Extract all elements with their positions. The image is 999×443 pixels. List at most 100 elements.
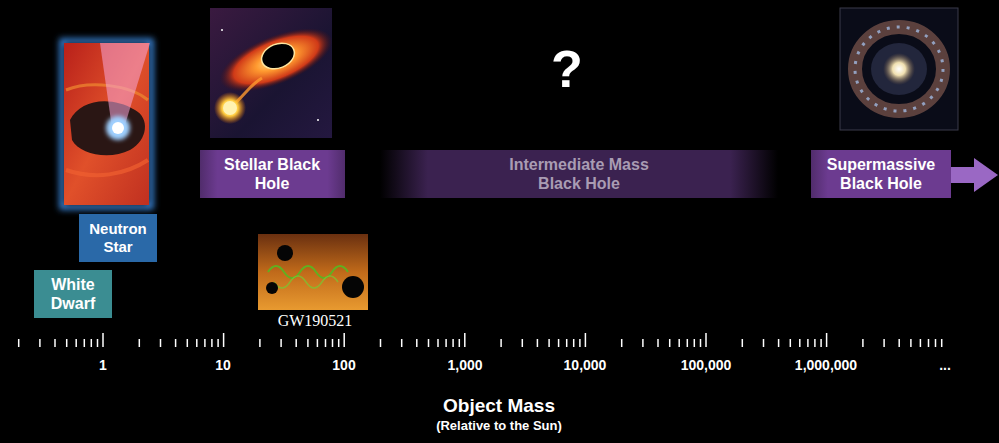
minor-tick [317, 339, 319, 347]
minor-tick [763, 339, 765, 347]
galaxy-core [883, 53, 915, 85]
minor-tick [54, 339, 56, 347]
axis-number: 100,000 [681, 357, 732, 373]
picture-ground [64, 43, 149, 205]
arrow-head [974, 158, 998, 192]
galaxy-ring [855, 27, 943, 111]
merger-picture [258, 234, 368, 310]
minor-tick [657, 339, 659, 347]
band-label: Intermediate Mass Black Hole [494, 155, 664, 193]
axis-subtitle: (Relative to the Sun) [436, 419, 562, 434]
major-tick [585, 333, 587, 347]
black-hole-dot [277, 245, 293, 261]
minor-tick [910, 339, 912, 347]
axis-number: 10,000 [564, 357, 607, 373]
minor-tick [522, 339, 524, 347]
minor-tick [883, 339, 885, 347]
minor-tick [537, 339, 539, 347]
neutron-star-band: Neutron Star [79, 214, 157, 262]
event-name: GW190521 [278, 312, 353, 330]
band-label: Stellar Black Hole [222, 155, 322, 193]
minor-tick [790, 339, 792, 347]
band-label: Supermassive Black Hole [820, 155, 942, 193]
major-tick [705, 333, 707, 347]
minor-tick [558, 339, 560, 347]
minor-tick [325, 339, 327, 347]
minor-tick [500, 339, 502, 347]
major-tick [464, 333, 466, 347]
axis-number: 1,000 [447, 357, 482, 373]
minor-tick [935, 339, 937, 347]
minor-tick [66, 339, 68, 347]
gravitational-wave [268, 266, 348, 278]
accretion-disk [70, 101, 145, 155]
star-clusters [855, 27, 943, 111]
minor-tick [295, 339, 297, 347]
major-tick [826, 333, 828, 347]
minor-tick [84, 339, 86, 347]
white-dwarf-band: White Dwarf [34, 270, 112, 318]
minor-tick [380, 339, 382, 347]
axis-number: 1 [99, 357, 107, 373]
minor-tick [437, 339, 439, 347]
minor-tick [678, 339, 680, 347]
range-arrow [950, 158, 998, 192]
minor-tick [548, 339, 550, 347]
minor-tick [160, 339, 162, 347]
star-dot [317, 119, 319, 121]
minor-tick [445, 339, 447, 347]
minor-tick [807, 339, 809, 347]
minor-tick [196, 339, 198, 347]
neutron-star-picture [62, 41, 151, 207]
minor-tick [694, 339, 696, 347]
picture-ground [258, 234, 368, 310]
minor-tick [941, 339, 943, 347]
star-glow [106, 116, 130, 140]
minor-tick [307, 339, 309, 347]
axis-number: 10 [215, 357, 231, 373]
band-label: White Dwarf [42, 275, 104, 313]
minor-tick [566, 339, 568, 347]
minor-tick [332, 339, 334, 347]
axis-title: Object Mass [443, 395, 555, 417]
minor-tick [217, 339, 219, 347]
minor-tick [700, 339, 702, 347]
minor-tick [280, 339, 282, 347]
minor-tick [97, 339, 99, 347]
axis-ellipsis: ... [939, 357, 951, 373]
arrow-shaft [950, 167, 976, 183]
minor-tick [204, 339, 206, 347]
band-label: Neutron Star [87, 220, 149, 256]
minor-tick [928, 339, 930, 347]
minor-tick [259, 339, 261, 347]
minor-tick [39, 339, 41, 347]
minor-tick [91, 339, 93, 347]
black-hole-dot [266, 282, 278, 294]
minor-tick [139, 339, 141, 347]
minor-tick [459, 339, 461, 347]
minor-tick [814, 339, 816, 347]
major-tick [343, 333, 345, 347]
stellar-black-hole-picture [210, 8, 341, 138]
black-hole [258, 39, 299, 74]
minor-tick [452, 339, 454, 347]
star-dot [221, 29, 223, 31]
gas-swirl [66, 160, 148, 175]
minor-tick [416, 339, 418, 347]
axis-number: 1,000,000 [795, 357, 857, 373]
axis-number: 100 [332, 357, 355, 373]
minor-tick [579, 339, 581, 347]
minor-tick [920, 339, 922, 347]
inner-glow [871, 43, 927, 95]
picture-ground [840, 8, 958, 130]
major-tick [223, 333, 225, 347]
minor-tick [820, 339, 822, 347]
minor-tick [187, 339, 189, 347]
minor-tick [621, 339, 623, 347]
supermassive-black-hole-band: Supermassive Black Hole [811, 150, 951, 198]
minor-tick [75, 339, 77, 347]
axis-ticks [19, 333, 942, 347]
minor-tick [428, 339, 430, 347]
minor-tick [669, 339, 671, 347]
